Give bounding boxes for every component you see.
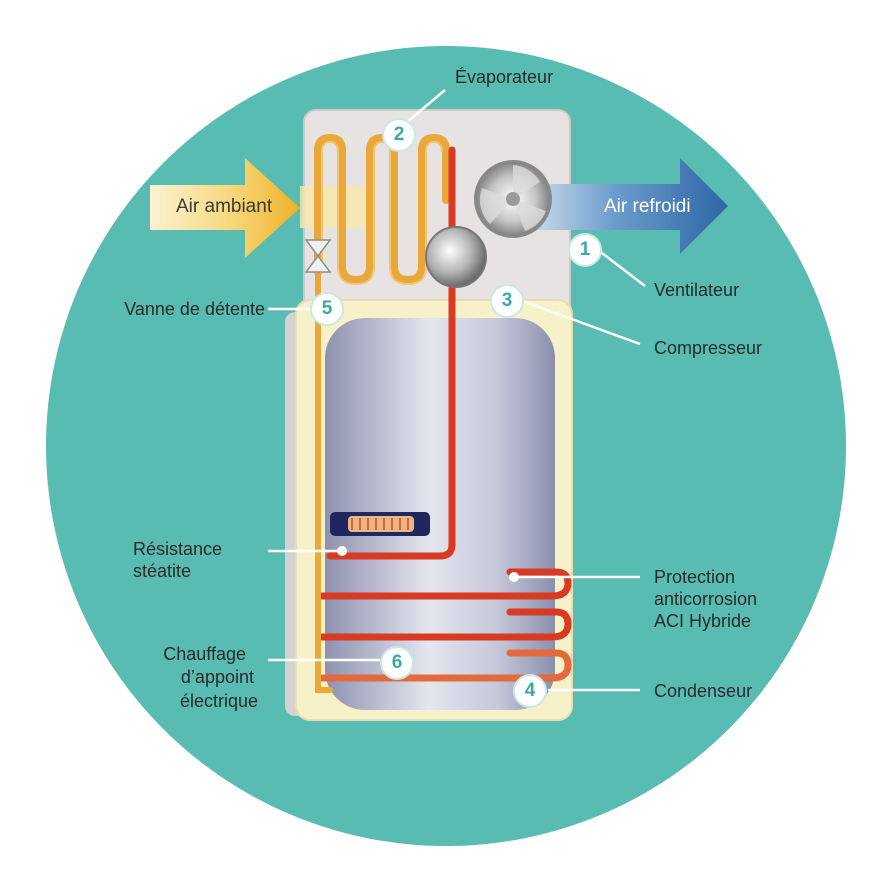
water-tank [325, 318, 555, 710]
label-protection-2: anticorrosion [654, 589, 758, 609]
expansion-valve-icon [304, 239, 332, 273]
hot-pipe [326, 146, 456, 560]
badge-ventilateur: 1 [568, 233, 602, 267]
label-protection-3: ACI Hybride [654, 611, 752, 631]
air-in-label: Air ambiant [176, 196, 273, 217]
badge-evaporateur: 2 [382, 118, 416, 152]
label-ventilateur: Ventilateur [654, 280, 740, 300]
air-out-arrow [520, 158, 728, 254]
badge-vanne: 5 [310, 292, 344, 326]
label-evaporateur: Évaporateur [455, 67, 554, 87]
label-vanne: Vanne de détente [124, 299, 265, 319]
badge-chauffage: 6 [380, 646, 414, 680]
compressor-icon [425, 226, 487, 288]
label-resistance-2: stéatite [133, 561, 192, 581]
air-out-label: Air refroidi [604, 196, 691, 217]
label-chauffage-1: Chauffage [163, 644, 246, 664]
badge-condenseur: 4 [513, 674, 547, 708]
label-compresseur: Compresseur [654, 338, 763, 358]
label-chauffage-2: d’appoint [180, 667, 254, 687]
air-in-arrow [150, 158, 300, 258]
resistance-pointer [337, 546, 347, 556]
air-in-inside [300, 186, 370, 228]
condenser-coil [318, 568, 572, 600]
label-condenseur: Condenseur [654, 681, 753, 701]
return-line [315, 269, 333, 693]
label-resistance-1: Résistance [133, 539, 223, 559]
label-chauffage-3: électrique [179, 691, 258, 711]
badge-compresseur: 3 [490, 284, 524, 318]
steatite-resistance-coil [348, 516, 414, 532]
protection-pointer [509, 572, 519, 582]
label-protection-1: Protection [654, 567, 736, 587]
